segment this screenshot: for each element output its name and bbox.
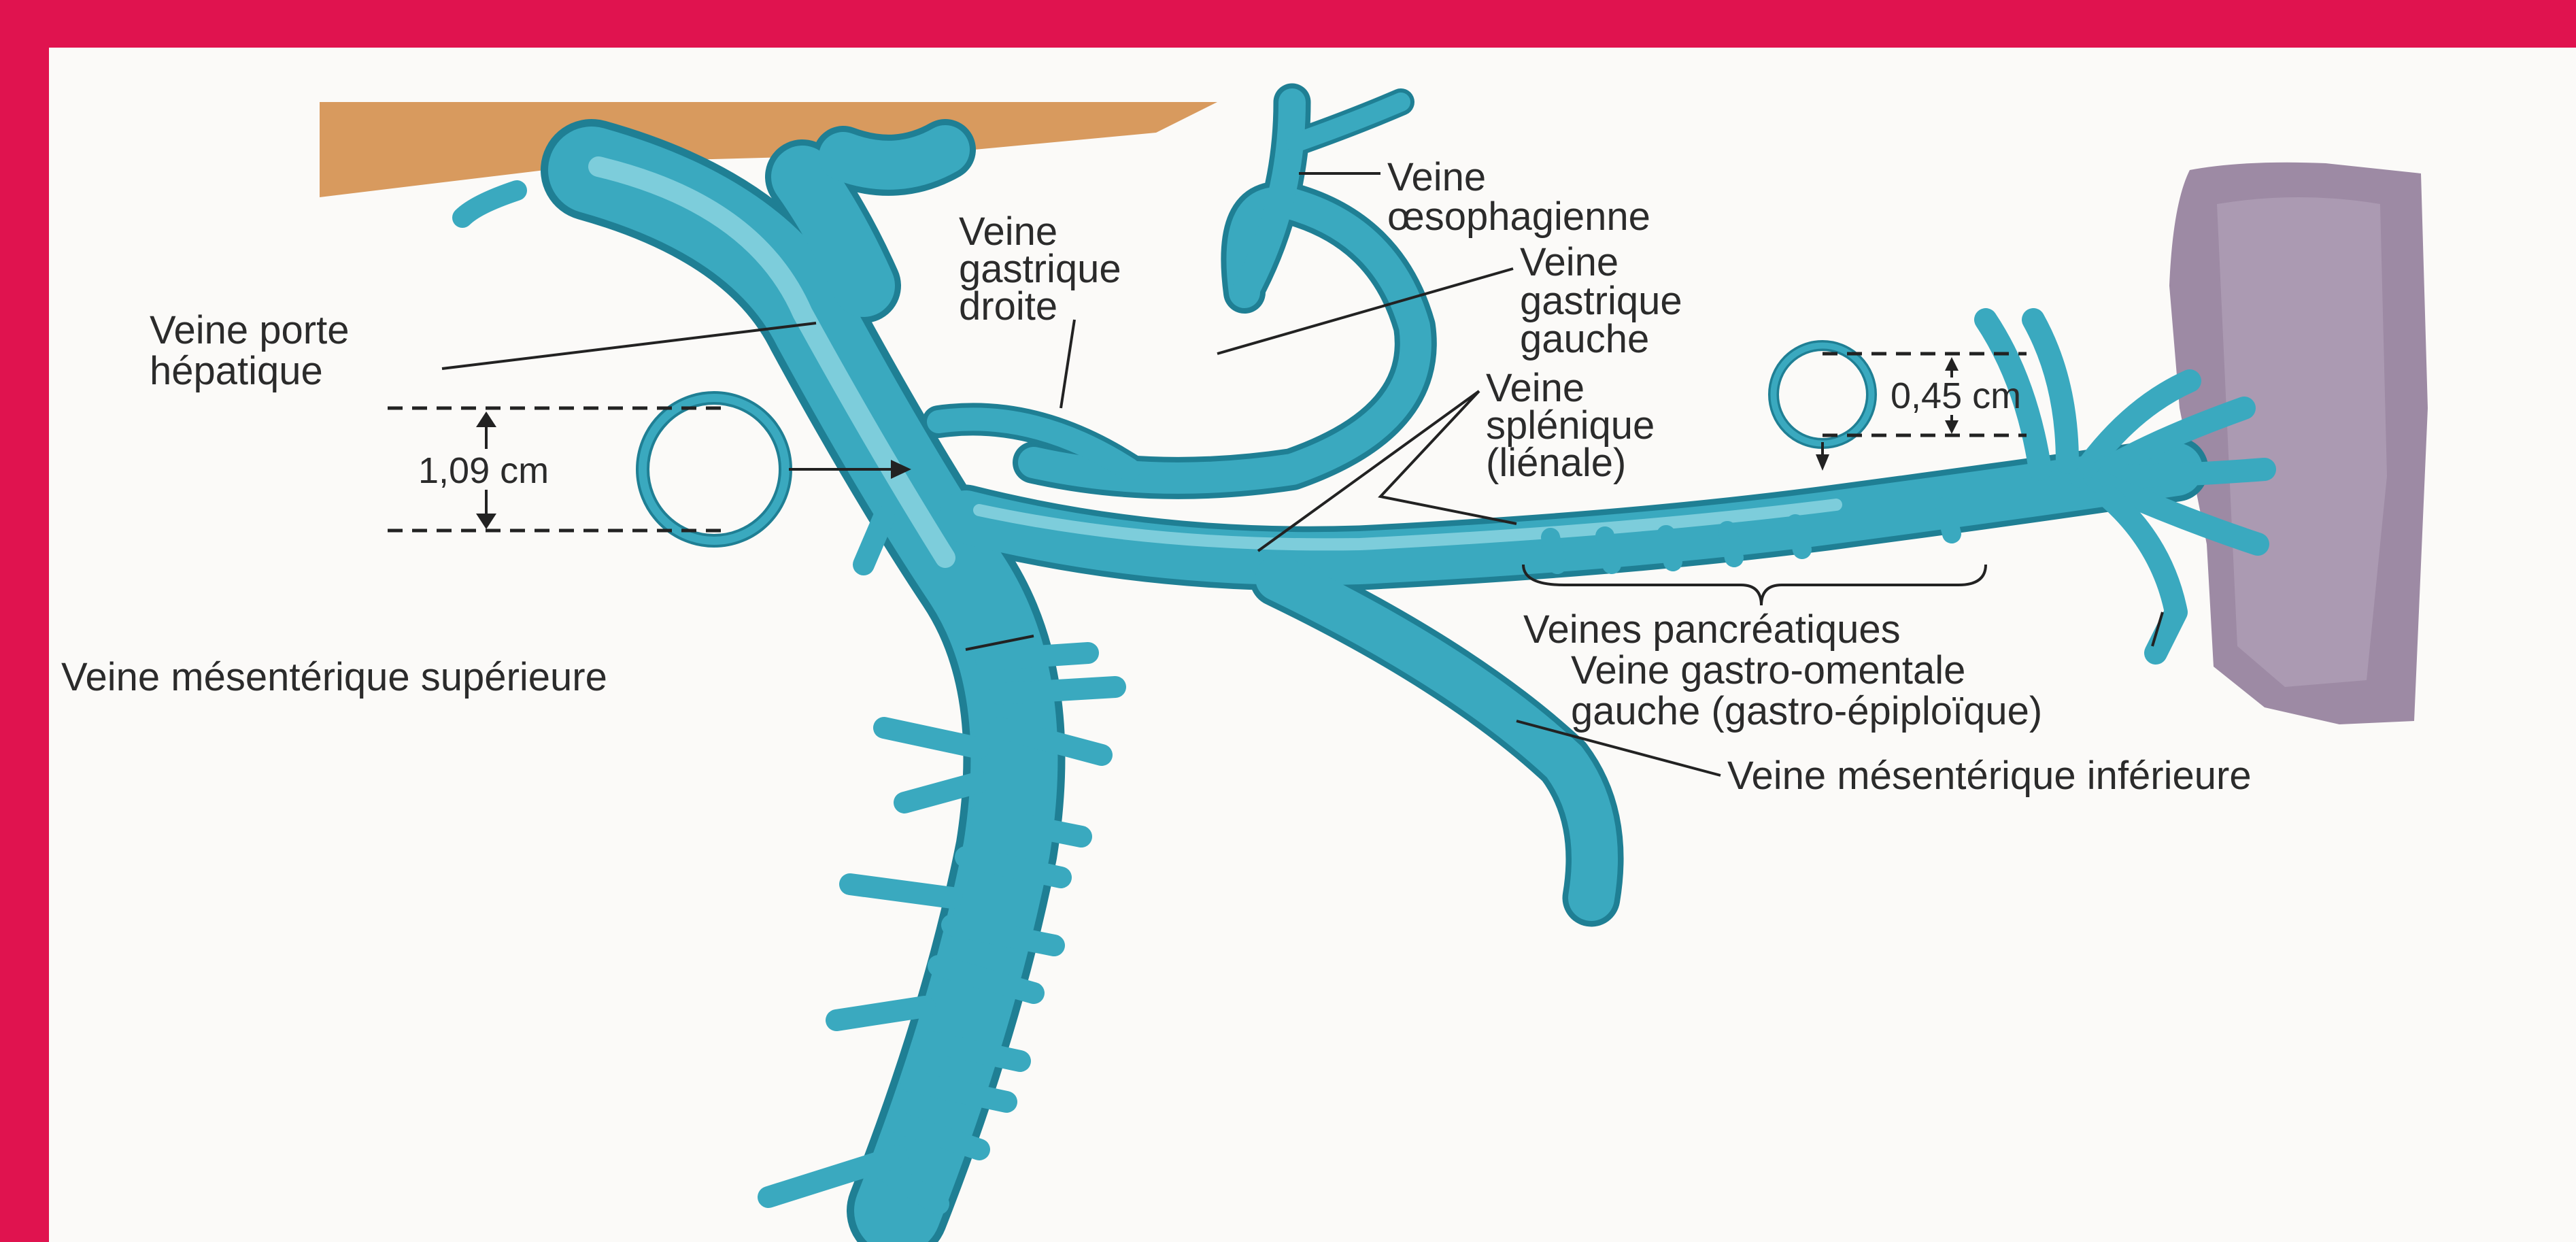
label-veine-porte: hépatique xyxy=(150,349,323,393)
label-porte-diameter: 1,09 cm xyxy=(418,450,549,491)
label-pancreatiques: Veines pancréatiques xyxy=(1523,607,1901,652)
label-gastro-omentale: gauche (gastro-épiploïque) xyxy=(1571,689,2042,733)
label-oesophagienne: Veine xyxy=(1387,155,1486,199)
spleen-highlight xyxy=(2217,197,2387,687)
label-splenique-diameter: 0,45 cm xyxy=(1891,375,2021,416)
label-oesophagienne: œsophagienne xyxy=(1387,195,1650,239)
label-splenique: (liénale) xyxy=(1486,441,1626,485)
label-gastrique-gauche: gauche xyxy=(1520,317,1649,361)
label-gastro-omentale: Veine gastro-omentale xyxy=(1571,648,1965,692)
label-gastrique-gauche: Veine xyxy=(1520,240,1619,284)
label-gastrique-droite: droite xyxy=(959,284,1057,329)
label-mesenterique-inf: Veine mésentérique inférieure xyxy=(1727,754,2252,798)
label-veine-porte: Veine porte xyxy=(150,308,349,352)
label-mesenterique-sup: Veine mésentérique supérieure xyxy=(61,655,607,699)
